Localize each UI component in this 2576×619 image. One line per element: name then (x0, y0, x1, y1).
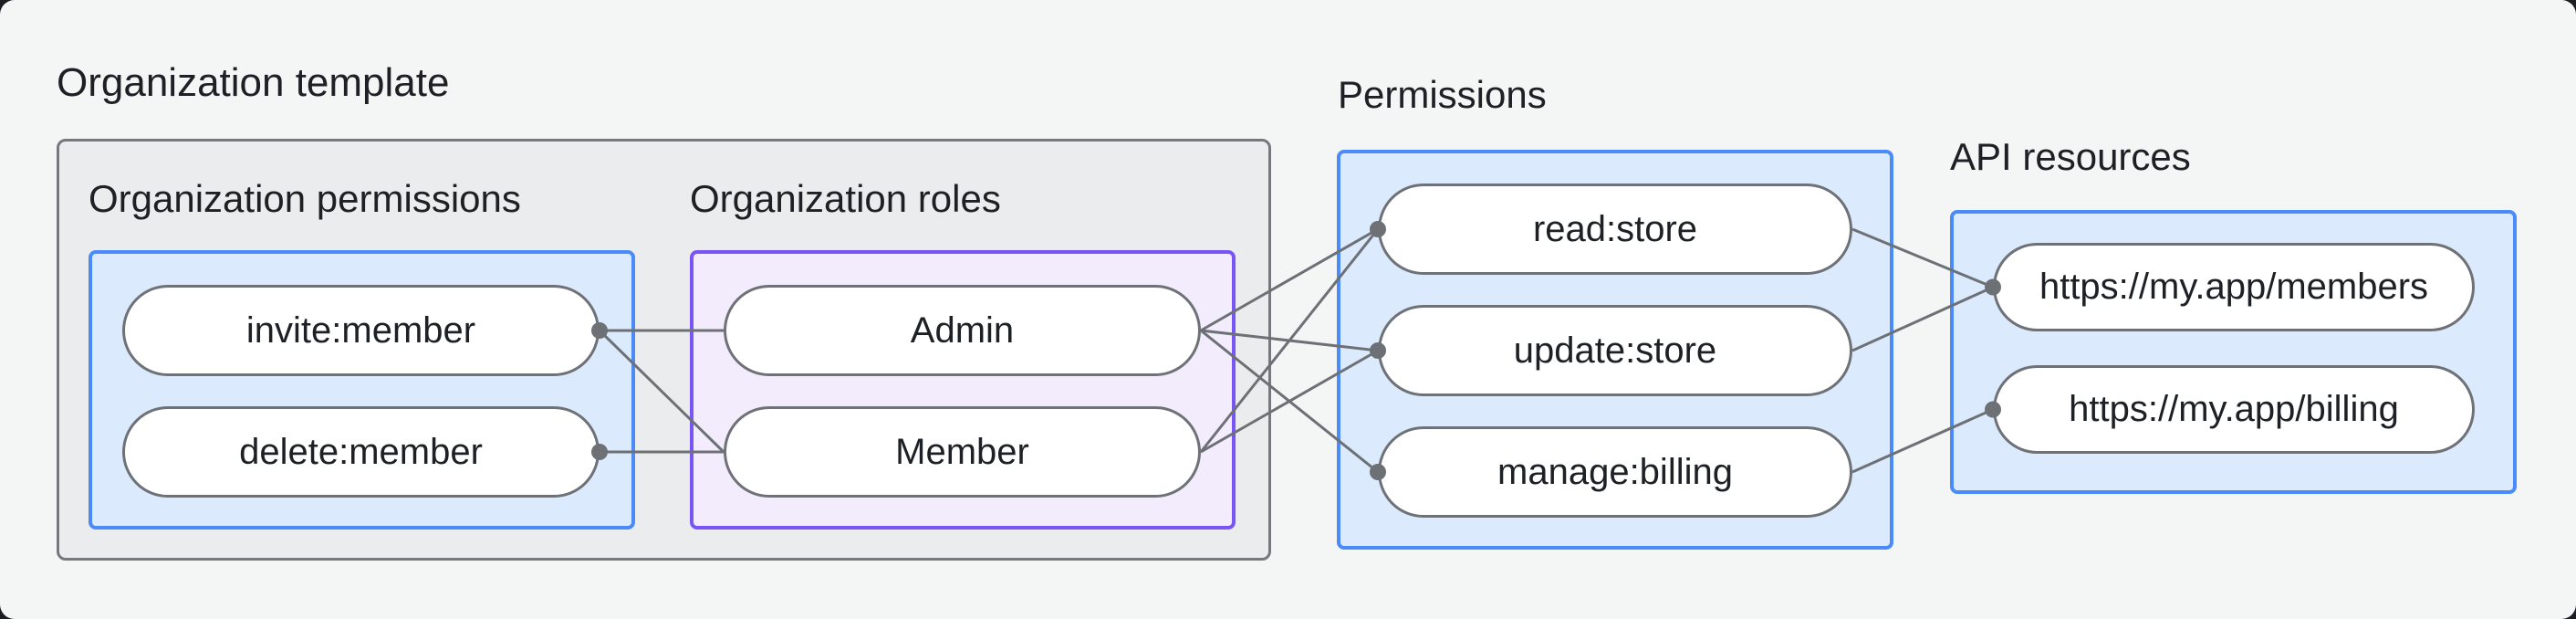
node-api-members-url: https://my.app/members (1993, 243, 2475, 331)
node-update-store: update:store (1378, 305, 1852, 396)
node-member-role: Member (724, 406, 1201, 498)
node-delete-member: delete:member (122, 406, 600, 498)
api-resources-label: API resources (1950, 135, 2191, 178)
org-roles-label: Organization roles (690, 177, 1001, 220)
permissions-label: Permissions (1338, 73, 1547, 116)
org-permissions-label: Organization permissions (89, 177, 521, 220)
node-api-billing-url: https://my.app/billing (1993, 365, 2475, 454)
node-manage-billing: manage:billing (1378, 426, 1852, 518)
diagram-title: Organization template (57, 60, 450, 105)
node-read-store: read:store (1378, 184, 1852, 275)
node-admin-role: Admin (724, 285, 1201, 376)
node-invite-member: invite:member (122, 285, 600, 376)
